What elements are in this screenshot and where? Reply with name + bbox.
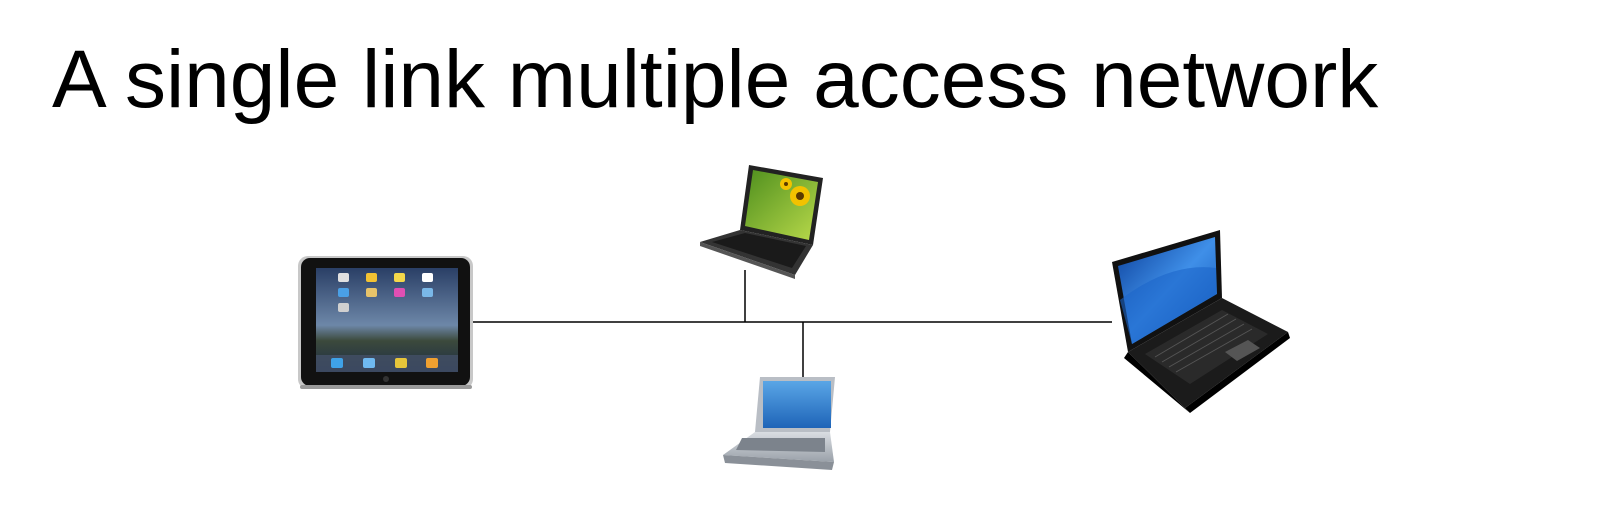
laptop-icon: [700, 165, 823, 279]
laptop-icon: [1112, 230, 1290, 413]
page-title: A single link multiple access network: [52, 34, 1379, 125]
tablet-icon: [298, 256, 473, 389]
laptop-icon: [723, 377, 835, 470]
network-links: [470, 270, 1112, 378]
